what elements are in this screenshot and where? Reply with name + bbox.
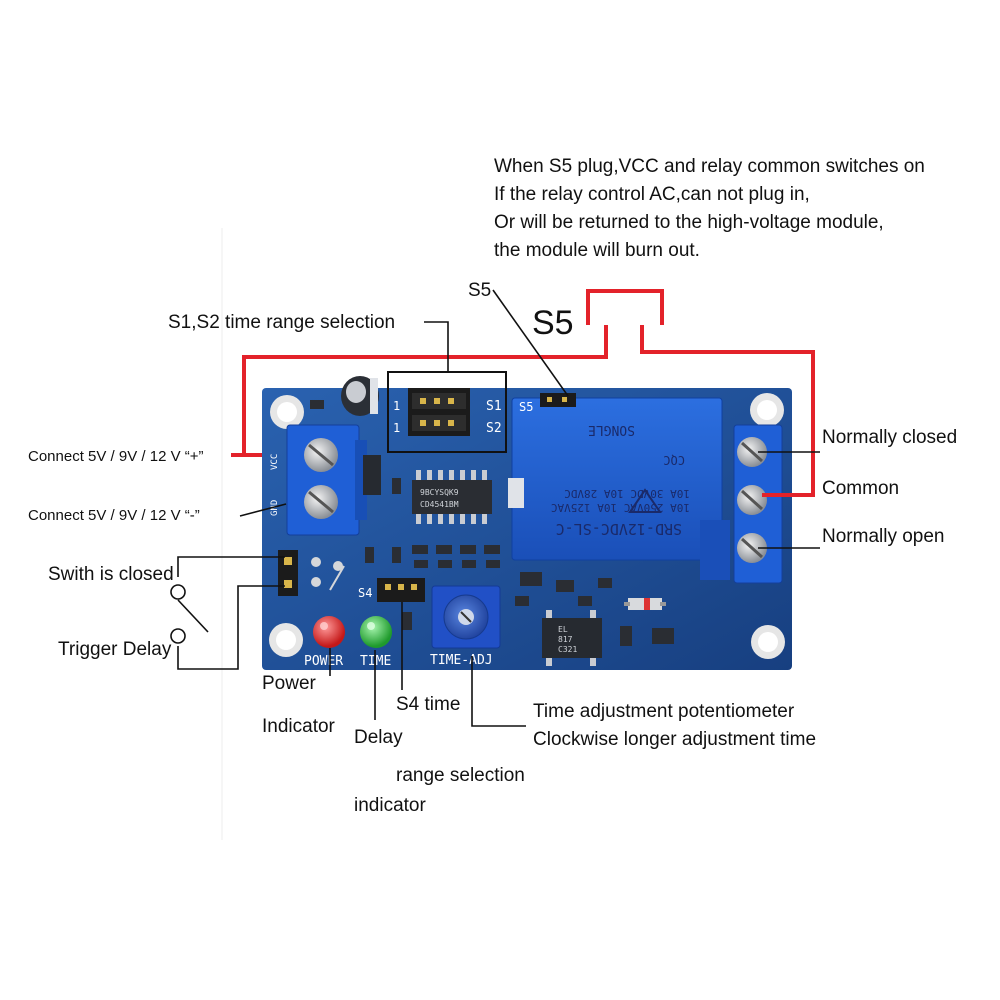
silk-s4: S4 <box>358 586 372 600</box>
warning-note: When S5 plug,VCC and relay common switch… <box>494 153 925 265</box>
indicator-label-1: Indicator <box>262 716 335 737</box>
common-label: Common <box>822 478 900 499</box>
connect-minus-label: Connect 5V / 9V / 12 V “-” <box>28 507 200 524</box>
silk-pin1: 1 <box>393 399 400 413</box>
silk-s5: S5 <box>519 400 533 414</box>
warning-triangle-icon <box>628 488 662 513</box>
warning-line-2: If the relay control AC,can not plug in, <box>494 184 810 205</box>
ic-marking-1: 9BCYSQK9 <box>420 488 459 497</box>
relay-rating-1: 10A 250VAC 10A 125VAC <box>551 501 690 514</box>
s4-time-label: S4 time <box>396 694 461 715</box>
switch-header <box>278 550 345 596</box>
relay-model-text: SRD-12VDC-SL-C <box>556 520 682 538</box>
delay-label: Delay <box>354 727 403 748</box>
range-selection-label: range selection <box>396 765 525 786</box>
leader-lines <box>177 289 820 727</box>
indicator-label-2: indicator <box>354 795 426 816</box>
opto-marking-2: 817 <box>558 635 573 644</box>
diode <box>624 598 666 610</box>
silk-s1: S1 <box>486 399 502 414</box>
relay-brand-text: SONGLE <box>588 422 635 437</box>
warning-line-1: When S5 plug,VCC and relay common switch… <box>494 156 925 177</box>
s4-jumper <box>377 578 425 602</box>
silk-pin1b: 1 <box>393 421 400 435</box>
silk-time-adj: TIME-ADJ <box>430 653 493 668</box>
s5-small-label: S5 <box>468 280 492 301</box>
switch-closed-label: Swith is closed <box>48 564 174 585</box>
switch-symbol <box>170 584 186 644</box>
ic-marking-2: CD4541BM <box>420 500 459 509</box>
smd-components <box>310 400 674 646</box>
optocoupler: EL 817 C321 <box>542 610 602 666</box>
normally-open-label: Normally open <box>822 526 945 547</box>
potentiometer-label-2: Clockwise longer adjustment time <box>533 729 817 750</box>
time-potentiometer <box>431 585 501 649</box>
mounting-holes <box>269 393 785 659</box>
opto-marking-1: EL <box>558 625 568 634</box>
electrolytic-capacitor <box>341 376 379 416</box>
s5-big-label: S5 <box>532 304 574 342</box>
power-terminal-block <box>286 424 367 536</box>
silk-s2: S2 <box>486 421 502 436</box>
power-led <box>313 616 345 648</box>
jumper-highlight-box <box>387 371 507 453</box>
relay-rating-2: 10A 30VDC 10A 28VDC <box>564 487 690 500</box>
silk-power: POWER <box>304 654 343 669</box>
warning-line-3: Or will be returned to the high-voltage … <box>494 212 884 233</box>
relay: SRD-12VDC-SL-C 10A 250VAC 10A 125VAC 10A… <box>508 397 730 580</box>
connect-plus-label: Connect 5V / 9V / 12 V “+” <box>28 448 204 465</box>
trigger-delay-label: Trigger Delay <box>58 639 172 660</box>
silkscreen: S1 S2 1 1 S5 S4 POWER TIME TIME-ADJ VCC … <box>270 399 533 669</box>
time-range-label: S1,S2 time range selection <box>168 312 396 333</box>
normally-closed-label: Normally closed <box>822 427 958 448</box>
time-led <box>360 616 392 648</box>
cd4541-ic: 9BCYSQK9 CD4541BM <box>412 470 492 524</box>
s5-header <box>540 393 576 407</box>
relay-cert-text: CQC <box>663 453 685 467</box>
silk-vcc: VCC <box>270 454 280 470</box>
power-label: Power <box>262 673 316 694</box>
warning-line-4: the module will burn out. <box>494 240 700 261</box>
potentiometer-label-1: Time adjustment potentiometer <box>533 701 795 722</box>
silk-gnd: GND <box>270 500 280 516</box>
opto-marking-3: C321 <box>558 645 577 654</box>
jumper-s1-s2 <box>408 388 470 436</box>
relay-terminal-block <box>733 424 783 584</box>
